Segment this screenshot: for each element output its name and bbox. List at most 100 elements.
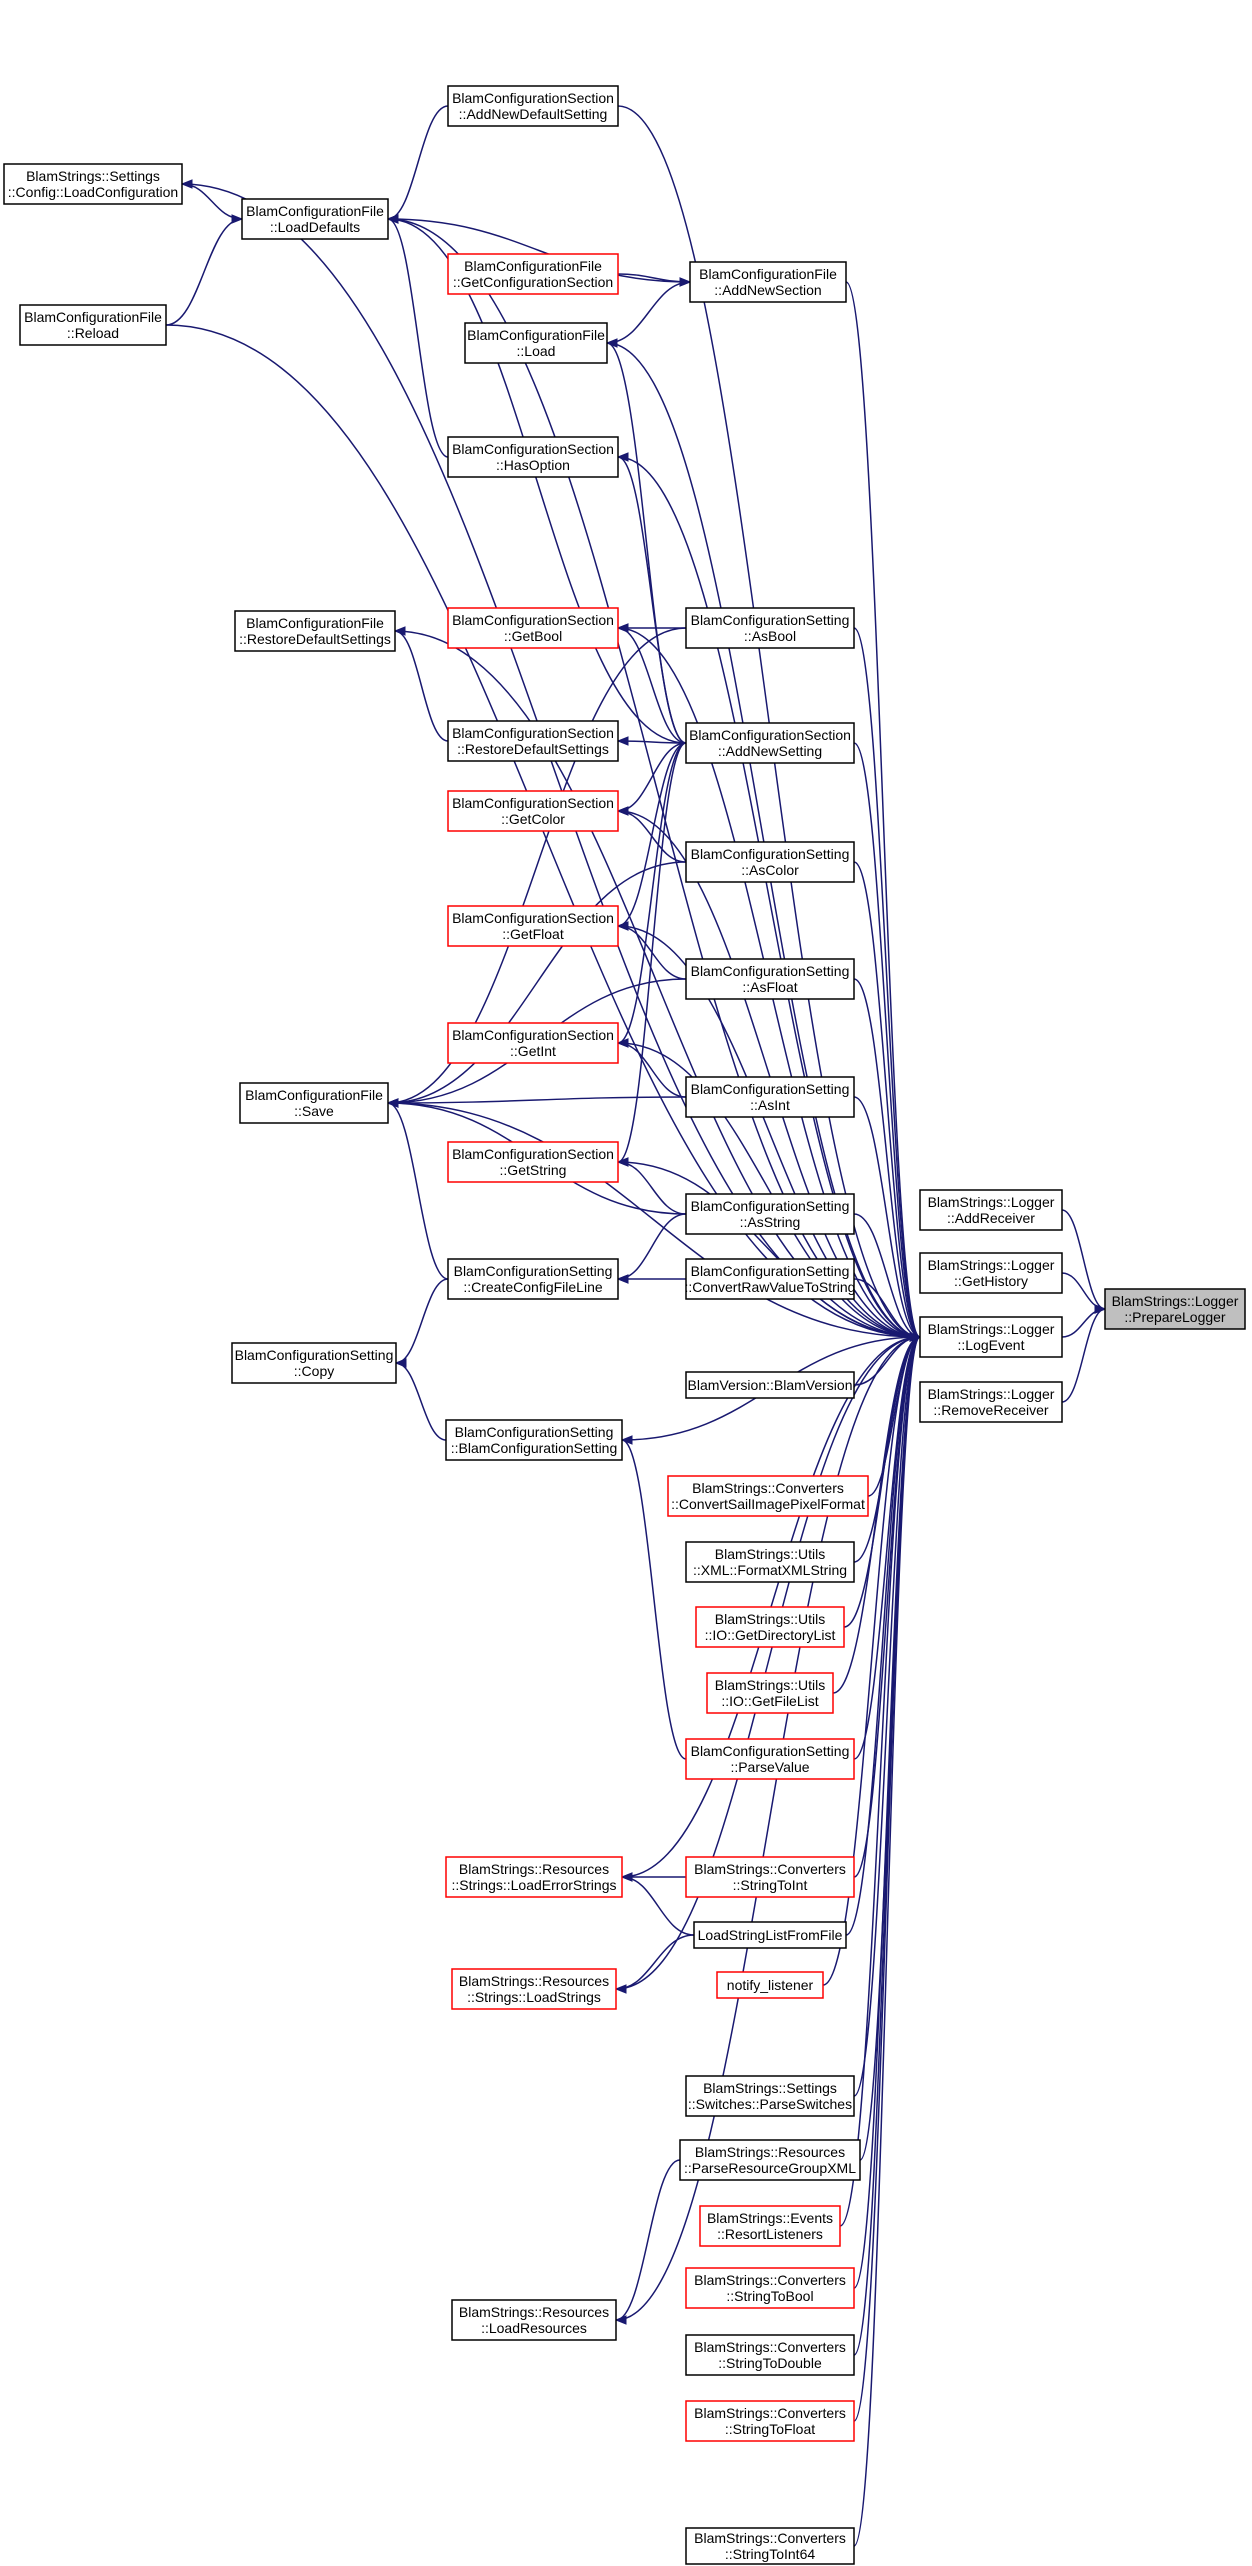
node-getInt[interactable]: BlamConfigurationSection::GetInt <box>447 1022 619 1064</box>
node-addReceiver[interactable]: BlamStrings::Logger::AddReceiver <box>919 1189 1063 1231</box>
node-label-addReceiver-1: ::AddReceiver <box>947 1210 1035 1226</box>
node-box-asInt <box>685 1076 855 1118</box>
edge-removeReceiver-to-root <box>1061 1308 1106 1403</box>
node-box-root <box>1104 1288 1246 1330</box>
node-loadStringListFromFile[interactable]: LoadStringListFromFile <box>693 1921 847 1949</box>
node-label-reload-1: ::Reload <box>67 325 119 341</box>
node-asFloat[interactable]: BlamConfigurationSetting::AsFloat <box>685 958 855 1000</box>
node-asColor[interactable]: BlamConfigurationSetting::AsColor <box>685 841 855 883</box>
node-parseResourceGroupXML[interactable]: BlamStrings::Resources::ParseResourceGro… <box>679 2139 861 2181</box>
node-stringToFloat[interactable]: BlamStrings::Converters::StringToFloat <box>685 2400 855 2442</box>
node-notifyListener[interactable]: notify_listener <box>716 1971 824 1999</box>
node-asInt[interactable]: BlamConfigurationSetting::AsInt <box>685 1076 855 1118</box>
node-label-loadResources-1: ::LoadResources <box>481 2320 587 2336</box>
edge-fileLoad-to-logEvent <box>606 342 921 1338</box>
node-convertRawValueToString[interactable]: BlamConfigurationSetting::ConvertRawValu… <box>685 1258 856 1300</box>
node-label-addNewDefaultSetting-0: BlamConfigurationSection <box>452 90 614 106</box>
node-box-notifyListener <box>716 1971 824 1999</box>
node-label-restoreDefaultSettingsSection-0: BlamConfigurationSection <box>452 725 614 741</box>
node-stringToInt64[interactable]: BlamStrings::Converters::StringToInt64 <box>685 2527 855 2565</box>
node-settingCopy[interactable]: BlamConfigurationSetting::Copy <box>231 1342 397 1384</box>
node-label-settingsLoadConfig-0: BlamStrings::Settings <box>26 168 160 184</box>
node-fileSave[interactable]: BlamConfigurationFile::Save <box>239 1082 389 1124</box>
node-label-parseSwitches-0: BlamStrings::Settings <box>703 2080 837 2096</box>
node-getConfigurationSection[interactable]: BlamConfigurationFile::GetConfigurationS… <box>447 253 619 295</box>
node-removeReceiver[interactable]: BlamStrings::Logger::RemoveReceiver <box>919 1381 1063 1423</box>
node-asBool[interactable]: BlamConfigurationSetting::AsBool <box>685 607 855 649</box>
node-formatXMLString[interactable]: BlamStrings::Utils::XML::FormatXMLString <box>685 1541 855 1583</box>
arrowhead-asInt-to-getInt <box>616 1038 629 1048</box>
node-convertSailImage[interactable]: BlamStrings::Converters::ConvertSailImag… <box>667 1475 869 1517</box>
node-stringToBool[interactable]: BlamStrings::Converters::StringToBool <box>685 2267 855 2309</box>
node-getDirectoryList[interactable]: BlamStrings::Utils::IO::GetDirectoryList <box>695 1606 845 1648</box>
edge-createConfigFileLine-to-settingCopy <box>395 1278 449 1364</box>
node-stringToInt[interactable]: BlamStrings::Converters::StringToInt <box>685 1856 855 1898</box>
node-addNewDefaultSetting[interactable]: BlamConfigurationSection::AddNewDefaultS… <box>447 85 619 127</box>
edge-loadStringListFromFile-to-logEvent <box>845 1336 921 1936</box>
node-getString[interactable]: BlamConfigurationSection::GetString <box>447 1141 619 1183</box>
arrowhead-removeReceiver-to-root <box>1094 1304 1107 1314</box>
node-label-fileSave-1: ::Save <box>294 1103 334 1119</box>
node-getFileList[interactable]: BlamStrings::Utils::IO::GetFileList <box>706 1672 834 1714</box>
node-box-getFloat <box>447 905 619 947</box>
node-label-settingCtor-0: BlamConfigurationSetting <box>455 1424 614 1440</box>
node-label-addNewSetting-0: BlamConfigurationSection <box>689 727 851 743</box>
node-box-stringToInt <box>685 1856 855 1898</box>
node-box-getString <box>447 1141 619 1183</box>
node-box-parseResourceGroupXML <box>679 2139 861 2181</box>
edge-loadStrings-to-logEvent <box>615 1336 921 1990</box>
edge-addNewSection-to-logEvent <box>845 281 921 1338</box>
node-label-asString-1: ::AsString <box>740 1214 801 1230</box>
node-getHistory[interactable]: BlamStrings::Logger::GetHistory <box>919 1252 1063 1294</box>
node-box-createConfigFileLine <box>447 1258 619 1300</box>
edge-parseResourceGroupXML-to-loadResources <box>615 2159 681 2321</box>
node-addNewSection[interactable]: BlamConfigurationFile::AddNewSection <box>689 261 847 303</box>
node-label-stringToFloat-1: ::StringToFloat <box>725 2421 815 2437</box>
node-getFloat[interactable]: BlamConfigurationSection::GetFloat <box>447 905 619 947</box>
node-box-getBool <box>447 607 619 649</box>
node-box-settingsLoadConfig <box>3 163 183 205</box>
node-label-stringToDouble-0: BlamStrings::Converters <box>694 2339 846 2355</box>
node-loadResources[interactable]: BlamStrings::Resources::LoadResources <box>451 2299 617 2341</box>
node-box-asString <box>685 1193 855 1235</box>
node-label-getInt-1: ::GetInt <box>510 1043 556 1059</box>
node-label-stringToInt-0: BlamStrings::Converters <box>694 1861 846 1877</box>
node-label-logEvent-0: BlamStrings::Logger <box>928 1321 1055 1337</box>
node-box-asFloat <box>685 958 855 1000</box>
arrowhead-parseResourceGroupXML-to-loadResources <box>614 2315 627 2325</box>
node-resortListeners[interactable]: BlamStrings::Events::ResortListeners <box>699 2205 841 2247</box>
node-parseValue[interactable]: BlamConfigurationSetting::ParseValue <box>685 1738 855 1780</box>
node-parseSwitches[interactable]: BlamStrings::Settings::Switches::ParseSw… <box>685 2075 855 2117</box>
node-createConfigFileLine[interactable]: BlamConfigurationSetting::CreateConfigFi… <box>447 1258 619 1300</box>
node-loadDefaults[interactable]: BlamConfigurationFile::LoadDefaults <box>241 198 389 240</box>
node-restoreDefaultSettingsSection[interactable]: BlamConfigurationSection::RestoreDefault… <box>447 720 619 762</box>
arrowhead-settingCtor-to-settingCopy <box>394 1358 407 1368</box>
node-addNewSetting[interactable]: BlamConfigurationSection::AddNewSetting <box>685 722 855 764</box>
node-label-createConfigFileLine-1: ::CreateConfigFileLine <box>463 1279 603 1295</box>
node-label-addReceiver-0: BlamStrings::Logger <box>928 1194 1055 1210</box>
node-getColor[interactable]: BlamConfigurationSection::GetColor <box>447 790 619 832</box>
node-settingsLoadConfig[interactable]: BlamStrings::Settings::Config::LoadConfi… <box>3 163 183 205</box>
edge-loadStringListFromFile-to-loadStrings <box>615 1934 695 1990</box>
node-blamVersion[interactable]: BlamVersion::BlamVersion <box>685 1371 855 1399</box>
node-reload[interactable]: BlamConfigurationFile::Reload <box>19 304 167 346</box>
node-asString[interactable]: BlamConfigurationSetting::AsString <box>685 1193 855 1235</box>
node-label-loadResources-0: BlamStrings::Resources <box>459 2304 609 2320</box>
edge-asString-to-createConfigFileLine <box>617 1213 687 1280</box>
node-label-addNewDefaultSetting-1: ::AddNewDefaultSetting <box>459 106 608 122</box>
node-fileLoad[interactable]: BlamConfigurationFile::Load <box>464 322 608 364</box>
node-box-formatXMLString <box>685 1541 855 1583</box>
node-label-loadStringListFromFile-0: LoadStringListFromFile <box>698 1927 843 1943</box>
node-restoreDefaultSettingsFile[interactable]: BlamConfigurationFile::RestoreDefaultSet… <box>234 610 396 652</box>
node-settingCtor[interactable]: BlamConfigurationSetting::BlamConfigurat… <box>445 1419 623 1461</box>
node-loadErrorStrings[interactable]: BlamStrings::Resources::Strings::LoadErr… <box>445 1856 623 1898</box>
node-logEvent[interactable]: BlamStrings::Logger::LogEvent <box>919 1316 1063 1358</box>
node-label-parseValue-0: BlamConfigurationSetting <box>691 1743 850 1759</box>
node-box-asBool <box>685 607 855 649</box>
node-hasOption[interactable]: BlamConfigurationSection::HasOption <box>447 436 619 478</box>
edge-getInt-to-logEvent <box>617 1042 921 1338</box>
node-stringToDouble[interactable]: BlamStrings::Converters::StringToDouble <box>685 2334 855 2376</box>
node-getBool[interactable]: BlamConfigurationSection::GetBool <box>447 607 619 649</box>
node-box-convertSailImage <box>667 1475 869 1517</box>
node-loadStrings[interactable]: BlamStrings::Resources::Strings::LoadStr… <box>451 1968 617 2010</box>
